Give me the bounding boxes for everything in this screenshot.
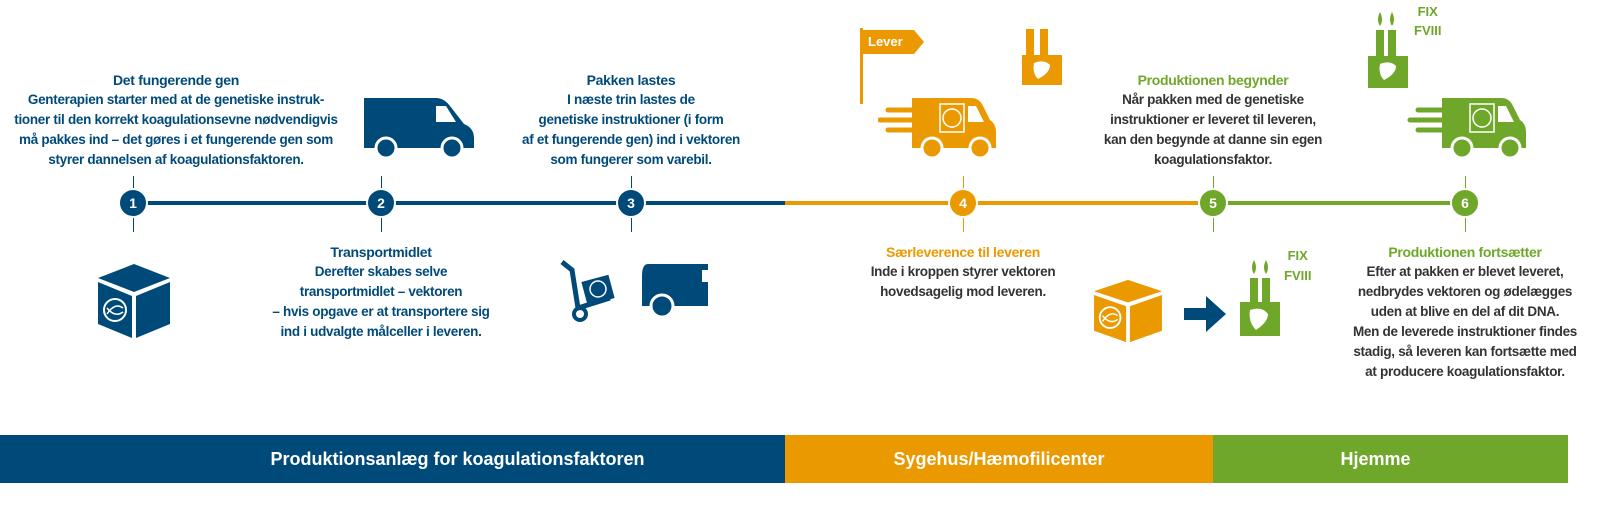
phase-home: Hjemme xyxy=(1213,435,1568,483)
tick xyxy=(133,218,134,232)
phase-label: Sygehus/Hæmofilicenter xyxy=(893,448,1105,469)
factory-labels-bottom: FIX FVIII xyxy=(1284,246,1311,286)
text-line: af et fungerende gen) ind i vektoren xyxy=(522,132,740,147)
step-title: Transportmidlet xyxy=(330,244,432,260)
text-line: som fungerer som varebil. xyxy=(550,152,712,167)
text-line: instruktioner er leveret til leveren, xyxy=(1110,112,1316,127)
liver-factory-icon xyxy=(1368,12,1408,88)
factory-labels-top: FIX FVIII xyxy=(1414,2,1441,40)
van-rear-icon xyxy=(642,264,708,319)
text-line: må pakkes ind – det gøres i et fungerend… xyxy=(19,132,333,147)
flag-icon xyxy=(860,28,924,104)
phase-production: Produktionsanlæg for koagulationsfaktore… xyxy=(0,435,785,483)
flag-label: Lever xyxy=(868,34,903,49)
package-icon xyxy=(98,264,170,338)
step-marker-5: 5 xyxy=(1198,188,1228,218)
tick xyxy=(631,218,632,232)
arrow-right-icon xyxy=(1184,296,1226,332)
text-line: Når pakken med de genetiske xyxy=(1122,92,1304,107)
text-line: transportmidlet – vektoren xyxy=(299,284,463,299)
text-line: I næste trin lastes de xyxy=(567,92,695,107)
step-title: Produktionen begynder xyxy=(1137,72,1289,88)
step-title: Pakken lastes xyxy=(586,72,676,88)
tick xyxy=(1465,176,1466,190)
step-title: Det fungerende gen xyxy=(112,72,240,88)
tick xyxy=(631,176,632,190)
text-line: styrer dannelsen af koagulationsfaktoren… xyxy=(48,152,304,167)
text-line: Efter at pakken er blevet leveret, xyxy=(1366,264,1564,279)
liver-factory-icon xyxy=(1240,260,1280,336)
tick xyxy=(963,218,964,232)
step-6-text: Produktionen fortsætter Efter at pakken … xyxy=(1335,242,1595,382)
tick xyxy=(1213,218,1214,232)
step-marker-2: 2 xyxy=(366,188,396,218)
step-4-text: Særleverence til leveren Inde i kroppen … xyxy=(843,242,1083,302)
timeline-segment-production xyxy=(133,201,785,205)
text-line: – hvis opgave er at transportere sig xyxy=(272,304,490,319)
phase-hospital: Sygehus/Hæmofilicenter xyxy=(785,435,1213,483)
step-2-text: Transportmidlet Derefter skabes selve tr… xyxy=(251,242,511,342)
delivery-van-icon xyxy=(878,98,996,160)
text-line: ind i udvalgte målceller i leveren. xyxy=(280,324,482,339)
text-line: genetiske instruktioner (i form xyxy=(538,112,724,127)
step-5-text: Produktionen begynder Når pakken med de … xyxy=(1093,70,1333,170)
text-line: nedbrydes vektoren og ødelægges xyxy=(1357,284,1573,299)
text-line: Inde i kroppen styrer vektoren xyxy=(870,264,1056,279)
package-icon xyxy=(1094,279,1162,343)
step-marker-6: 6 xyxy=(1450,188,1480,218)
van-icon xyxy=(364,98,474,158)
step-marker-4: 4 xyxy=(948,188,978,218)
tick xyxy=(1213,176,1214,190)
step-3-text: Pakken lastes I næste trin lastes de gen… xyxy=(501,70,761,170)
step-1-text: Det fungerende gen Genterapien starter m… xyxy=(6,70,346,170)
timeline-segment-hospital xyxy=(785,201,1213,205)
text-line: stadig, så leveren kan fortsætte med xyxy=(1353,344,1577,359)
text-line: tioner til den korrekt koagulationsevne … xyxy=(14,112,338,127)
step-marker-1: 1 xyxy=(118,188,148,218)
text-line: Genterapien starter med at de genetiske … xyxy=(27,92,325,107)
liver-factory-icon xyxy=(1022,29,1062,85)
timeline-segment-home xyxy=(1213,201,1465,205)
step-title: Særleverence til leveren xyxy=(886,244,1040,260)
tick xyxy=(1465,218,1466,232)
tick xyxy=(133,176,134,190)
phase-label: Hjemme xyxy=(1340,448,1411,469)
factor-label: FIX xyxy=(1417,4,1438,19)
text-line: kan den begynde at danne sin egen xyxy=(1103,132,1323,147)
tick xyxy=(381,176,382,190)
tick xyxy=(963,176,964,190)
step-title: Produktionen fortsætter xyxy=(1388,244,1542,260)
delivery-van-icon xyxy=(1407,98,1526,160)
text-line: Derefter skabes selve xyxy=(314,264,448,279)
factor-label: FVIII xyxy=(1284,268,1312,283)
text-line: at producere koagulationsfaktor. xyxy=(1365,364,1565,379)
phase-label: Produktionsanlæg for koagulationsfaktore… xyxy=(270,448,645,469)
factor-label: FVIII xyxy=(1414,23,1442,38)
text-line: koagulationsfaktor. xyxy=(1153,152,1273,167)
text-line: Men de leverede instruktioner findes xyxy=(1352,324,1577,339)
step-marker-3: 3 xyxy=(616,188,646,218)
factor-label: FIX xyxy=(1287,248,1308,263)
tick xyxy=(381,218,382,232)
hand-truck-package-icon xyxy=(560,260,615,322)
text-line: hovedsagelig mod leveren. xyxy=(880,284,1046,299)
text-line: uden at blive en del af dit DNA. xyxy=(1370,304,1560,319)
